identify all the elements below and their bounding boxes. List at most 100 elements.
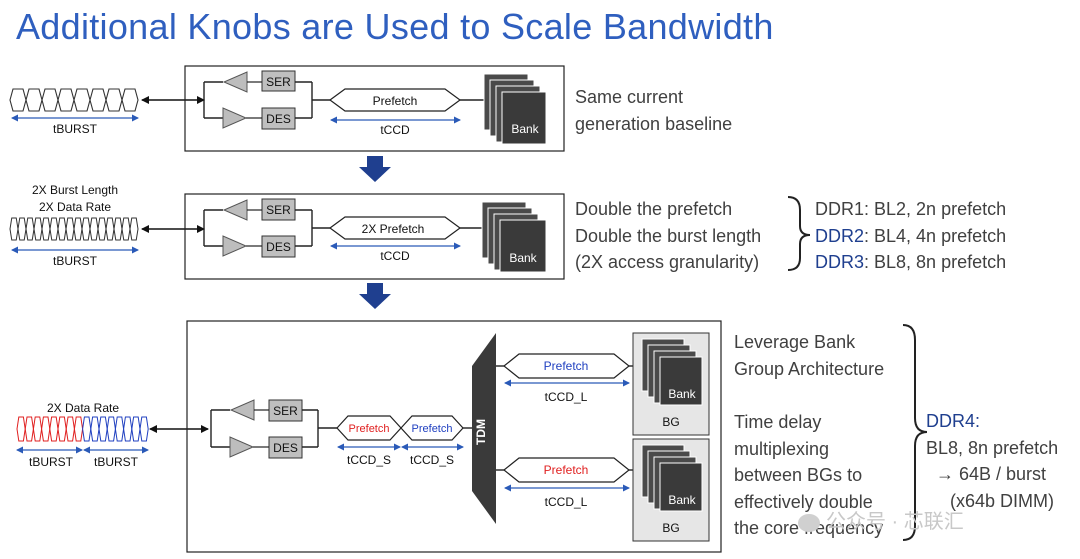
bank-label: Bank [509,251,537,265]
prefetch-label: Prefetch [544,463,589,477]
bg-label: BG [662,415,679,429]
bit-eye [65,416,75,442]
ddr-item-ddr3: DDR3: BL8, 8n prefetch [815,249,1006,276]
note-line: Group Architecture [734,358,885,379]
bank-label: Bank [668,493,696,507]
tccd-s-label: tCCD_S [410,453,454,467]
ddr4-line: → 64B / burst [936,464,1047,484]
bit-eye [123,416,133,442]
tdm-label: TDM [474,419,488,445]
bank-stack [641,338,703,406]
bit-eye [113,217,123,241]
des-label: DES [266,112,291,126]
ddr-desc: : BL2, 2n prefetch [864,199,1007,219]
tburst-label: tBURST [53,254,98,268]
page-title: Additional Knobs are Used to Scale Bandw… [16,6,774,47]
stage2-box [184,193,565,280]
prefetch-label: Prefetch [349,423,390,435]
bit-eye [139,416,149,442]
tccd-label: tCCD [380,249,410,263]
bit-eye [81,217,91,241]
bit-eye [131,416,141,442]
ddr4-name: DDR4: [926,411,981,431]
bit-eye [114,416,125,442]
bank-label: Bank [668,387,696,401]
bit-eye [25,88,43,112]
bit-eye [57,217,67,241]
ddr4-line: (x64b DIMM) [950,490,1055,511]
data-rate-label: 2X Data Rate [47,401,119,415]
note-line: Double the burst length [575,225,762,246]
note-line: generation baseline [575,113,733,134]
bg-label: BG [662,521,679,535]
watermark-text: 公众号 · 芯联汇 [826,511,964,533]
bit-eye [17,217,27,241]
note-line: Leverage Bank [734,332,856,352]
bit-eye [73,217,83,241]
bit-eye [73,88,91,112]
bit-eye [106,416,116,442]
des-buffer-icon [222,235,248,257]
data-rate-label: 2X Data Rate [39,200,111,214]
ddr4-brace [902,324,928,541]
bit-eye [65,217,75,241]
bit-eye [41,88,59,112]
ser-buffer-icon [222,71,248,93]
tdm-mux [472,333,496,524]
bit-eye [121,217,131,241]
stage3-note-1: Leverage Bank Group Architecture [734,329,884,382]
des-label: DES [273,441,298,455]
ddr-list: DDR1: BL2, 2n prefetch DDR2: BL4, 4n pre… [815,196,1006,276]
bit-eye [105,217,115,241]
bit-eye [33,217,43,241]
burst-waveform-stage1 [9,88,139,112]
des-label: DES [266,240,291,254]
stage2-note: Double the prefetch Double the burst len… [575,196,761,276]
ddr-desc: : BL4, 4n prefetch [864,225,1007,246]
bit-eye [82,416,92,442]
ser-buffer-icon [229,399,255,421]
ddr-name: DDR3 [815,252,865,272]
bit-eye [121,88,139,112]
tccd-s-label: tCCD_S [347,453,391,467]
note-line: Time delay [734,412,822,432]
wechat-icon [798,513,820,532]
bit-eye [49,416,59,442]
bit-eye [32,416,43,442]
bit-eye [89,88,107,112]
stage2: 2X Burst Length 2X Data Rate tBURST SER … [9,183,811,280]
stage1: tBURST SER DES Prefetch tCCD Bank [9,65,565,152]
down-arrow-1 [359,156,391,182]
ddr4-line: BL8, 8n prefetch [926,437,1059,458]
ser-label: SER [266,75,291,89]
stage3-box [186,320,722,553]
ddr-name: DDR1 [815,199,865,219]
ser-block [261,70,296,92]
prefetch-label: Prefetch [412,423,453,435]
stage1-note: Same current generation baseline [575,84,732,137]
watermark: 公众号 · 芯联汇 [798,505,964,534]
prefetch-label: Prefetch [544,359,589,373]
bank-stack [483,73,547,145]
ddr-brace [787,196,811,271]
tccd-l-label: tCCD_L [545,495,588,509]
bit-eye [57,88,75,112]
note-line: (2X access granularity) [575,252,760,272]
bit-eye [97,217,107,241]
bit-eye [9,217,19,241]
stage3: 2X Data Rate tBURST tBURST SER DES Prefe… [16,320,928,553]
bit-eye [90,416,100,442]
tburst-label: tBURST [53,122,98,136]
bit-eye [16,416,26,442]
bit-eye [73,416,84,442]
ddr-item-ddr2: DDR2: BL4, 4n prefetch [815,223,1006,250]
burst-length-label: 2X Burst Length [32,183,118,197]
down-arrow-2 [359,283,391,309]
bit-eye [9,88,27,112]
bit-eye [49,217,59,241]
stage3-note-2: Time delay multiplexing between BGs to e… [734,409,883,542]
ser-label: SER [266,203,291,217]
bit-eye [129,217,139,241]
tburst-label: tBURST [94,455,139,469]
